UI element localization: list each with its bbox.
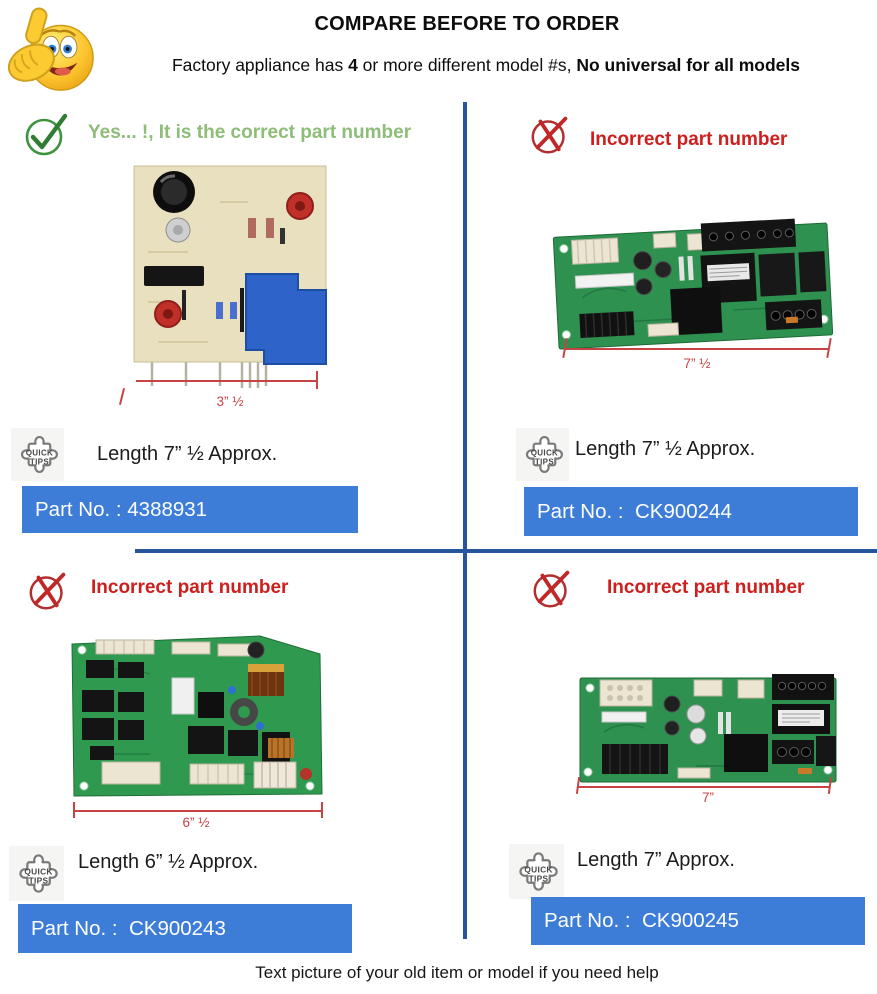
dimension-tick xyxy=(118,388,126,405)
dimension-tick xyxy=(73,802,75,818)
dimension-tick xyxy=(316,371,318,389)
x-circle-icon xyxy=(29,572,66,610)
part-number-text: Part No. : CK900245 xyxy=(544,909,739,932)
length-label: Length 7” Approx. xyxy=(577,849,735,871)
thumbs-up-smiley-icon xyxy=(7,7,94,91)
status-text-incorrect: Incorrect part number xyxy=(91,577,289,598)
x-circle-icon xyxy=(531,116,568,154)
dimension-tick xyxy=(321,802,323,818)
part-number-banner: Part No. : CK900243 xyxy=(18,904,352,953)
part-number-text: Part No. : 4388931 xyxy=(35,497,208,521)
svg-text:QUICK: QUICK xyxy=(24,867,52,877)
svg-text:QUICK: QUICK xyxy=(26,448,53,457)
x-circle-icon xyxy=(533,570,570,608)
dimension-line xyxy=(578,786,830,788)
dimension-line xyxy=(565,348,829,350)
dimension-label: 7” xyxy=(701,790,714,805)
part-number-banner: Part No. : CK900244 xyxy=(524,487,858,536)
status-text-incorrect: Incorrect part number xyxy=(607,577,805,598)
dimension-label: 7” ½ xyxy=(683,356,711,371)
length-label: Length 7” ½ Approx. xyxy=(575,438,756,460)
check-circle-icon xyxy=(25,113,68,156)
part-number-banner: Part No. : 4388931 xyxy=(22,486,358,533)
svg-text:TIPS: TIPS xyxy=(535,457,554,466)
subtitle-tail: No universal for all models xyxy=(576,55,800,75)
part-number-text: Part No. : CK900243 xyxy=(31,916,226,940)
board-photo-ck900245 xyxy=(579,674,837,783)
svg-text:TIPS: TIPS xyxy=(529,874,549,884)
status-text-correct: Yes... !, It is the correct part number xyxy=(88,122,412,143)
horizontal-divider xyxy=(135,549,877,553)
svg-text:QUICK: QUICK xyxy=(524,865,552,875)
page-subtitle: Factory appliance has 4 or more differen… xyxy=(95,55,877,76)
subtitle-lead: Factory appliance has xyxy=(171,55,349,75)
subtitle-count: 4 xyxy=(348,55,358,75)
footer-caption: Text picture of your old item or model i… xyxy=(255,963,659,982)
subtitle-middle: or more different model #s, xyxy=(357,55,577,75)
part-number-text: Part No. : CK900244 xyxy=(537,499,732,523)
dimension-label: 3” ½ xyxy=(216,394,244,409)
quick-tips-icon: QUICK TIPS xyxy=(509,844,564,899)
svg-text:TIPS: TIPS xyxy=(30,457,49,466)
vertical-divider xyxy=(463,102,467,939)
board-photo-ck900243 xyxy=(71,635,323,797)
board-photo-ck900244 xyxy=(552,218,834,350)
dimension-label: 6” ½ xyxy=(182,815,210,830)
svg-text:TIPS: TIPS xyxy=(29,876,49,886)
quick-tips-icon: QUICK TIPS xyxy=(10,427,65,482)
length-label: Length 6” ½ Approx. xyxy=(78,851,259,873)
quick-tips-icon: QUICK TIPS xyxy=(515,427,570,482)
dimension-line xyxy=(74,810,322,812)
svg-text:QUICK: QUICK xyxy=(531,448,558,457)
status-text-incorrect: Incorrect part number xyxy=(590,129,788,150)
dimension-line xyxy=(136,380,318,382)
part-number-banner: Part No. : CK900245 xyxy=(531,897,865,945)
length-label: Length 7” ½ Approx. xyxy=(97,443,278,465)
board-photo-4388931 xyxy=(133,165,327,388)
quick-tips-icon: QUICK TIPS xyxy=(9,846,64,901)
page-title: COMPARE BEFORE TO ORDER xyxy=(314,13,620,35)
